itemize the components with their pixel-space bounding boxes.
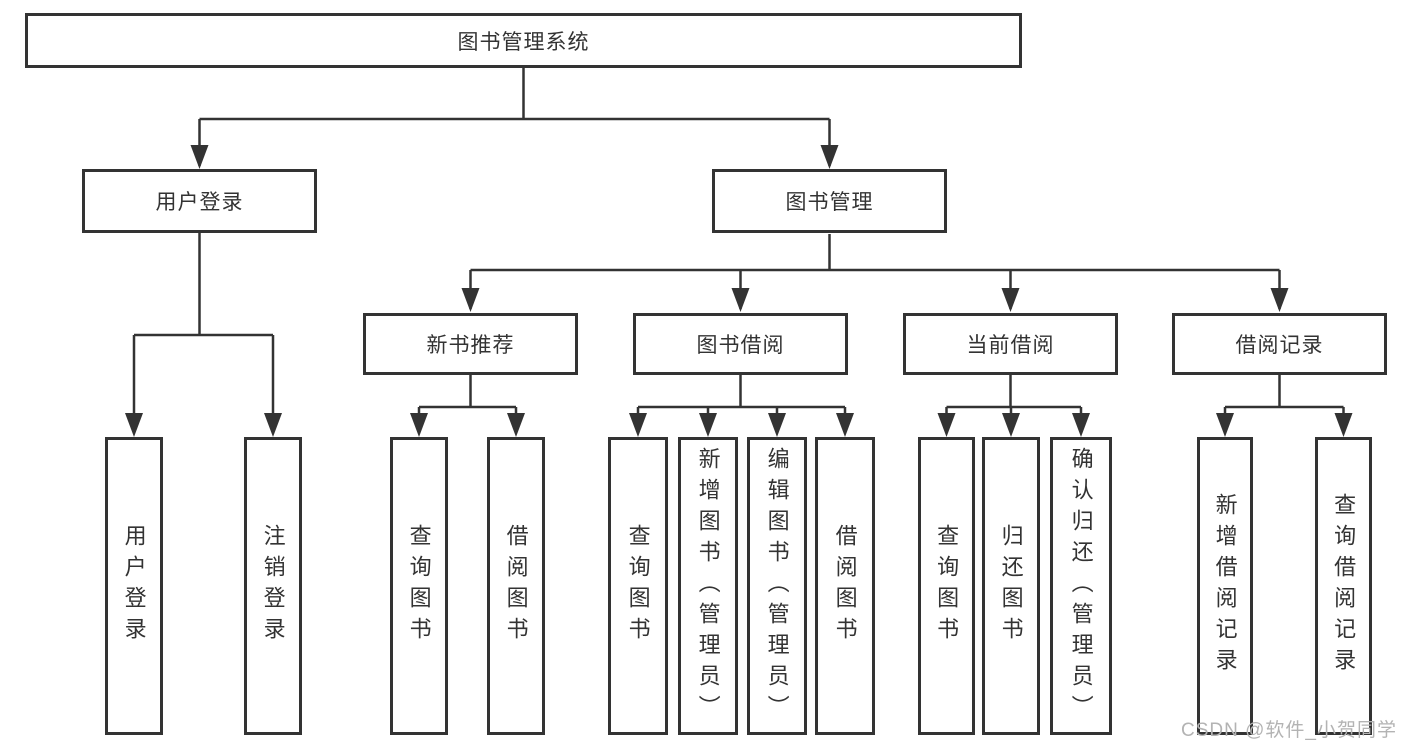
leaf-confirm-return-admin-label: 确认归还（管理员） (1068, 446, 1094, 726)
leaf-borrow-book-2: 借阅图书 (815, 437, 875, 735)
leaf-return-book-label: 归还图书 (998, 524, 1024, 648)
leaf-add-borrow-record-label: 新增借阅记录 (1212, 493, 1238, 679)
leaf-query-borrow-record: 查询借阅记录 (1315, 437, 1372, 735)
node-current-borrow: 当前借阅 (903, 313, 1118, 375)
leaf-logout: 注销登录 (244, 437, 302, 735)
leaf-user-login: 用户登录 (105, 437, 163, 735)
leaf-confirm-return-admin: 确认归还（管理员） (1050, 437, 1112, 735)
arrowheads (125, 145, 1353, 437)
node-book-borrow: 图书借阅 (633, 313, 848, 375)
node-book-management-label: 图书管理 (785, 191, 874, 214)
leaf-borrow-book-1: 借阅图书 (487, 437, 545, 735)
watermark: CSDN @软件_小贺同学 (1181, 720, 1397, 741)
leaf-edit-book-admin-label: 编辑图书（管理员） (764, 446, 790, 726)
node-user-login-branch: 用户登录 (82, 169, 317, 233)
leaf-query-book-1-label: 查询图书 (406, 524, 432, 648)
leaf-query-book-2-label: 查询图书 (625, 524, 651, 648)
leaf-query-borrow-record-label: 查询借阅记录 (1331, 493, 1357, 679)
node-new-book-recommend-label: 新书推荐 (426, 334, 515, 357)
leaf-borrow-book-2-label: 借阅图书 (832, 524, 858, 648)
node-library-system-label: 图书管理系统 (457, 30, 590, 54)
node-user-login-branch-label: 用户登录 (155, 191, 244, 214)
node-book-management: 图书管理 (712, 169, 947, 233)
node-library-system: 图书管理系统 (25, 13, 1022, 68)
leaf-edit-book-admin: 编辑图书（管理员） (747, 437, 807, 735)
leaf-query-book-3-label: 查询图书 (934, 524, 960, 648)
leaf-logout-label: 注销登录 (260, 524, 286, 648)
node-current-borrow-label: 当前借阅 (966, 334, 1055, 357)
leaf-add-borrow-record: 新增借阅记录 (1197, 437, 1253, 735)
leaf-borrow-book-1-label: 借阅图书 (503, 524, 529, 648)
node-borrow-records-label: 借阅记录 (1235, 334, 1324, 357)
leaf-add-book-admin-label: 新增图书（管理员） (695, 446, 721, 726)
node-new-book-recommend: 新书推荐 (363, 313, 578, 375)
node-borrow-records: 借阅记录 (1172, 313, 1387, 375)
leaf-user-login-label: 用户登录 (121, 524, 147, 648)
leaf-return-book: 归还图书 (982, 437, 1040, 735)
leaf-add-book-admin: 新增图书（管理员） (678, 437, 738, 735)
node-book-borrow-label: 图书借阅 (696, 334, 785, 357)
leaf-query-book-3: 查询图书 (918, 437, 975, 735)
leaf-query-book-2: 查询图书 (608, 437, 668, 735)
leaf-query-book-1: 查询图书 (390, 437, 448, 735)
